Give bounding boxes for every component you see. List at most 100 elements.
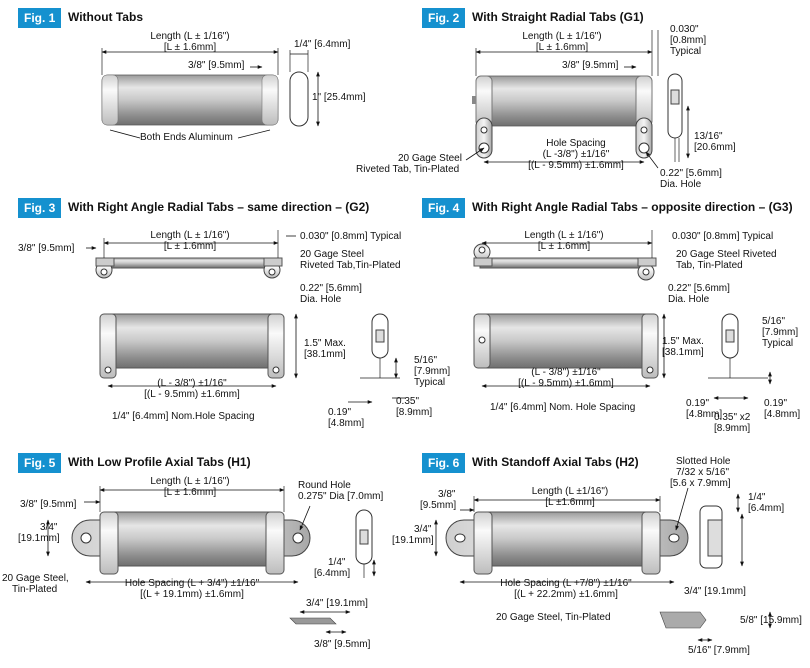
fig3-top-view — [95, 257, 283, 279]
fig4-d2: [4.8mm] — [764, 409, 801, 420]
fig2-hole1: 0.22" [5.6mm] — [660, 168, 722, 179]
fig3-tag: Fig. 3 — [18, 198, 62, 218]
fig4-spacing: (L - 3/8") ±1/16" — [531, 367, 601, 378]
fig5-round1: Round Hole — [298, 480, 351, 491]
fig5-h1: 3/4" — [40, 522, 58, 533]
fig5-spacing-mm: [(L + 19.1mm) ±1.6mm] — [140, 589, 244, 600]
fig5-length: Length (L ± 1/16") — [150, 476, 230, 487]
fig4-spacing-mm: [(L - 9.5mm) ±1.6mm] — [518, 378, 614, 389]
fig4-a3: Typical — [762, 338, 794, 349]
fig4-gage1: 20 Gage Steel Riveted — [676, 249, 777, 260]
fig6-gage: 20 Gage Steel, Tin-Plated — [496, 612, 611, 623]
fig5-t2: 3/8" [9.5mm] — [314, 639, 371, 650]
fig2-tab1: 13/16" — [694, 131, 723, 142]
fig3-spacing-mm: [(L - 9.5mm) ±1.6mm] — [144, 389, 240, 400]
fig3-front-view — [99, 313, 400, 379]
fig4-hole2: Dia. Hole — [668, 294, 710, 305]
fig5-q2: [6.4mm] — [314, 568, 351, 579]
fig4-hole1: 0.22" [5.6mm] — [668, 283, 730, 294]
fig1-height: 1" [25.4mm] — [312, 92, 366, 103]
fig3-a2: [7.9mm] — [414, 366, 451, 377]
fig4-title: With Right Angle Radial Tabs – opposite … — [472, 200, 793, 214]
fig6-end2: [9.5mm] — [420, 500, 457, 511]
fig4-gage2: Tab, Tin-Plated — [676, 260, 743, 271]
fig3-length-mm: [L ± 1.6mm] — [163, 241, 217, 252]
fig6-title: With Standoff Axial Tabs (H2) — [472, 455, 639, 469]
fig4-max1: 1.5" Max. — [662, 336, 704, 347]
fig6-spacing: Hole Spacing (L +7/8") ±1/16" — [500, 578, 632, 589]
fig4-thickness: 0.030" [0.8mm] Typical — [672, 231, 774, 242]
fig1-length: Length (L ± 1/16") — [150, 31, 230, 42]
fig5-h2: [19.1mm] — [18, 533, 60, 544]
fig6-q2: [6.4mm] — [748, 503, 785, 514]
fig2-thk3: Typical — [670, 46, 702, 57]
fig6-t2: 5/8" [15.9mm] — [740, 615, 802, 626]
fig4-c1: 0.19" — [686, 398, 710, 409]
fig5-q1: 1/4" — [328, 557, 346, 568]
fig5-title: With Low Profile Axial Tabs (H1) — [68, 455, 251, 469]
fig5-resistor — [71, 509, 373, 625]
fig1-title: Without Tabs — [68, 10, 143, 24]
fig3-gage2: Riveted Tab,Tin-Plated — [300, 260, 401, 271]
fig4-b1: 0.35" x2 — [714, 412, 751, 423]
fig3-c1: 0.19" — [328, 407, 352, 418]
fig3-gage1: 20 Gage Steel — [300, 249, 364, 260]
fig2-hole-spacing: Hole Spacing — [546, 138, 606, 149]
fig1-thick: 1/4" [6.4mm] — [294, 39, 351, 50]
fig1-resistor — [101, 71, 309, 127]
fig2-tab2: [20.6mm] — [694, 142, 736, 153]
fig5-t1: 3/4" [19.1mm] — [306, 598, 368, 609]
fig5-end: 3/8" [9.5mm] — [20, 499, 77, 510]
fig4-b2: [8.9mm] — [714, 423, 751, 434]
fig6-end1: 3/8" — [438, 489, 456, 500]
fig4-front-view — [473, 313, 768, 379]
fig6-q1: 1/4" — [748, 492, 766, 503]
fig6-length-mm: [L ±1.6mm] — [545, 497, 595, 508]
fig5-gage2: Tin-Plated — [12, 584, 58, 595]
fig3-b1: 0.35" — [396, 396, 420, 407]
fig6-slot3: [5.6 x 7.9mm] — [670, 478, 731, 489]
fig6-h2: [19.1mm] — [392, 535, 434, 546]
fig5-round2: 0.275" Dia [7.0mm] — [298, 491, 384, 502]
fig2-hole-spacing-in: (L -3/8") ±1/16" — [542, 149, 610, 160]
fig3-b2: [8.9mm] — [396, 407, 433, 418]
fig1-dimensions — [101, 48, 320, 139]
fig1-ends: Both Ends Aluminum — [140, 132, 233, 143]
fig3-title: With Right Angle Radial Tabs – same dire… — [68, 200, 370, 214]
fig6-resistor — [445, 505, 723, 629]
fig5-length-mm: [L ± 1.6mm] — [163, 487, 217, 498]
fig6-t3: 5/16" [7.9mm] — [688, 645, 750, 656]
fig4-a2: [7.9mm] — [762, 327, 799, 338]
fig6-spacing-mm: [(L + 22.2mm) ±1.6mm] — [514, 589, 618, 600]
fig2-thk1: 0.030" — [670, 24, 699, 35]
fig4-dimensions — [481, 230, 772, 400]
fig5-dimensions — [46, 486, 376, 634]
fig5-tag: Fig. 5 — [18, 453, 62, 473]
fig6-slot2: 7/32 x 5/16" — [676, 467, 730, 478]
fig2-title: With Straight Radial Tabs (G1) — [472, 10, 644, 24]
fig2-dimensions — [465, 30, 690, 169]
fig2-thk2: [0.8mm] — [670, 35, 707, 46]
fig3-end: 3/8" [9.5mm] — [18, 243, 75, 254]
fig2-length-mm: [L ± 1.6mm] — [535, 42, 589, 53]
fig2-hole-spacing-mm: [(L - 9.5mm) ±1.6mm] — [528, 160, 624, 171]
fig6-slot1: Slotted Hole — [676, 456, 731, 467]
fig4-max2: [38.1mm] — [662, 347, 704, 358]
fig4-d1: 0.19" — [764, 398, 788, 409]
fig3-hole1: 0.22" [5.6mm] — [300, 283, 362, 294]
fig1-end: 3/8" [9.5mm] — [188, 60, 245, 71]
fig4-a1: 5/16" — [762, 316, 786, 327]
fig3-hole2: Dia. Hole — [300, 294, 342, 305]
fig3-c2: [4.8mm] — [328, 418, 365, 429]
fig2-hole2: Dia. Hole — [660, 179, 702, 190]
fig2-end: 3/8" [9.5mm] — [562, 60, 619, 71]
fig5-spacing: Hole Spacing (L + 3/4") ±1/16" — [124, 578, 260, 589]
fig6-length: Length (L ±1/16") — [531, 486, 609, 497]
fig2-tag: Fig. 2 — [422, 8, 466, 28]
fig6-h1: 3/4" — [414, 524, 432, 535]
fig1-length-mm: [L ± 1.6mm] — [163, 42, 217, 53]
fig4-length: Length (L ± 1/16") — [524, 230, 604, 241]
fig3-a1: 5/16" — [414, 355, 438, 366]
fig6-tag: Fig. 6 — [422, 453, 466, 473]
